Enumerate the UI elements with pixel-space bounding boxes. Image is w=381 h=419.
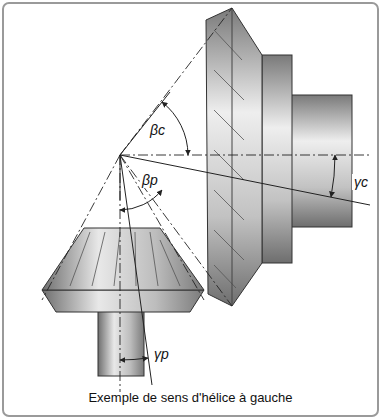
helix-lines (120, 92, 370, 385)
angle-label: βp (140, 172, 160, 188)
angle-arcs (120, 102, 335, 360)
pinion-gear (42, 228, 204, 376)
angle-label: γp (152, 346, 171, 362)
angle-label: γc (352, 174, 370, 190)
frame (3, 3, 378, 416)
caption: Exemple de sens d'hélice à gauche (88, 390, 292, 406)
angle-label: βc (148, 122, 167, 138)
wheel-gear (206, 8, 352, 306)
center-lines (42, 8, 372, 392)
